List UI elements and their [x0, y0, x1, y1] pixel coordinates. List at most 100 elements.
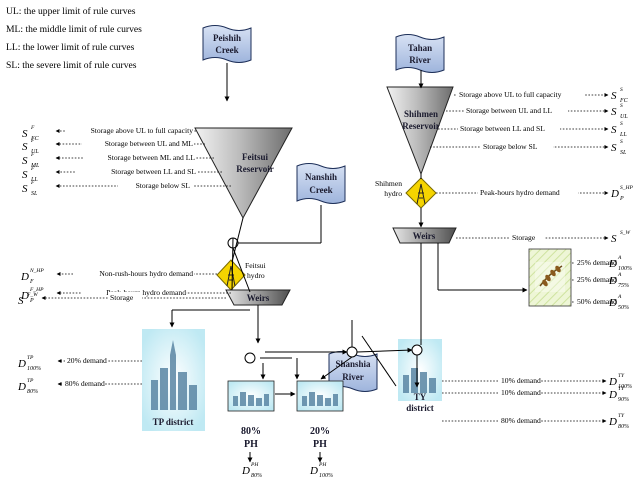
tp-demand-label: 20% demand [67, 356, 107, 365]
shihmen-weir-storage-label: Storage [510, 232, 544, 242]
svg-text:D: D [608, 258, 617, 270]
feitsui-hydro-label-2: hydro [247, 271, 265, 280]
svg-text:F: F [30, 138, 35, 144]
feitsui-weir-storage-label: Storage [108, 292, 142, 302]
svg-text:P: P [619, 196, 624, 202]
svg-text:S: S [18, 295, 24, 307]
feitsui-hydro: Feitsui hydro [216, 259, 266, 291]
shihmen-hydro-demand-label: Peak-hours hydro demand [478, 187, 578, 197]
svg-text:100%: 100% [27, 366, 41, 372]
ty-district: TY district [398, 339, 442, 413]
hydro-demand-label: Peak-hours hydro demand [480, 188, 560, 197]
agri-demand-labels: 25% demand 25% demand 50% demand [575, 257, 617, 306]
feitsui-hydro-label-1: Feitsui [245, 261, 266, 270]
svg-text:S: S [611, 142, 617, 154]
svg-text:A: A [617, 272, 622, 278]
source-tahan-label-2: River [409, 55, 431, 65]
svg-text:100%: 100% [319, 473, 333, 479]
svg-text:TY: TY [618, 373, 625, 379]
svg-text:S: S [620, 139, 623, 145]
svg-text:F: F [30, 152, 35, 158]
source-shanshia-label-2: River [342, 372, 364, 382]
svg-text:D: D [20, 290, 29, 302]
svg-text:FC: FC [30, 136, 40, 142]
feitsui-storage-label: Storage above UL to full capacity [91, 126, 194, 135]
tp-district-label: TP district [153, 417, 194, 427]
svg-text:S: S [620, 87, 623, 93]
svg-text:S_W: S_W [620, 230, 631, 236]
ty-demand-labels: 10% demand 10% demand 80% demand [499, 375, 541, 425]
source-nanshih-label-1: Nanshih [305, 172, 337, 182]
svg-text:100%: 100% [618, 266, 632, 272]
source-peishih-creek: Peishih Creek [202, 25, 252, 63]
ph20-label-2: PH [313, 439, 327, 450]
svg-text:S: S [22, 183, 28, 195]
shihmen-storage-labels: Storage above UL to full capacity Storag… [457, 89, 585, 151]
svg-text:D: D [20, 271, 29, 283]
svg-text:SL: SL [620, 150, 627, 156]
svg-text:100%: 100% [618, 384, 632, 390]
svg-text:PH: PH [318, 462, 327, 468]
svg-text:LL: LL [619, 132, 627, 138]
tp-demand-label: 80% demand [65, 379, 105, 388]
junction-node [244, 352, 256, 364]
svg-text:S: S [611, 233, 617, 245]
ty-demand-label: 10% demand [501, 388, 541, 397]
feitsui-label-1: Feitsui [242, 152, 268, 162]
svg-text:UL: UL [620, 114, 628, 120]
hydro-demand-label: Non-rush-hours hydro demand [99, 269, 193, 278]
svg-text:D: D [608, 389, 617, 401]
ph80-label-1: 80% [241, 426, 261, 437]
legend-ll: LL: the lower limit of rule curves [6, 42, 135, 53]
svg-text:D: D [608, 416, 617, 428]
svg-text:PH: PH [250, 462, 259, 468]
source-nanshih-label-2: Creek [309, 185, 332, 195]
svg-text:N_HP: N_HP [29, 268, 44, 274]
svg-text:TY: TY [618, 386, 625, 392]
feitsui-storage-label: Storage between ML and LL [108, 153, 196, 162]
svg-text:S: S [22, 169, 28, 181]
svg-text:TP: TP [27, 378, 34, 384]
svg-text:D: D [608, 297, 617, 309]
source-peishih-label-2: Creek [215, 45, 238, 55]
svg-text:F: F [30, 180, 35, 186]
svg-text:80%: 80% [251, 473, 262, 479]
feitsui-storage-labels: Storage above UL to full capacity Storag… [66, 125, 198, 190]
svg-text:D: D [241, 465, 250, 477]
ph20-label-1: 20% [310, 426, 330, 437]
svg-text:S: S [22, 128, 28, 140]
svg-text:S: S [611, 124, 617, 136]
svg-text:P: P [29, 298, 34, 304]
svg-text:S: S [22, 155, 28, 167]
svg-text:80%: 80% [618, 424, 629, 430]
svg-text:D: D [608, 275, 617, 287]
shihmen-weirs: Weirs [392, 227, 457, 244]
svg-text:80%: 80% [27, 389, 38, 395]
svg-text:F: F [30, 166, 35, 172]
svg-text:F_W: F_W [26, 292, 38, 298]
svg-text:F: F [30, 125, 35, 131]
ph80-label-2: PH [244, 439, 258, 450]
svg-text:90%: 90% [618, 397, 629, 403]
svg-text:A: A [617, 294, 622, 300]
